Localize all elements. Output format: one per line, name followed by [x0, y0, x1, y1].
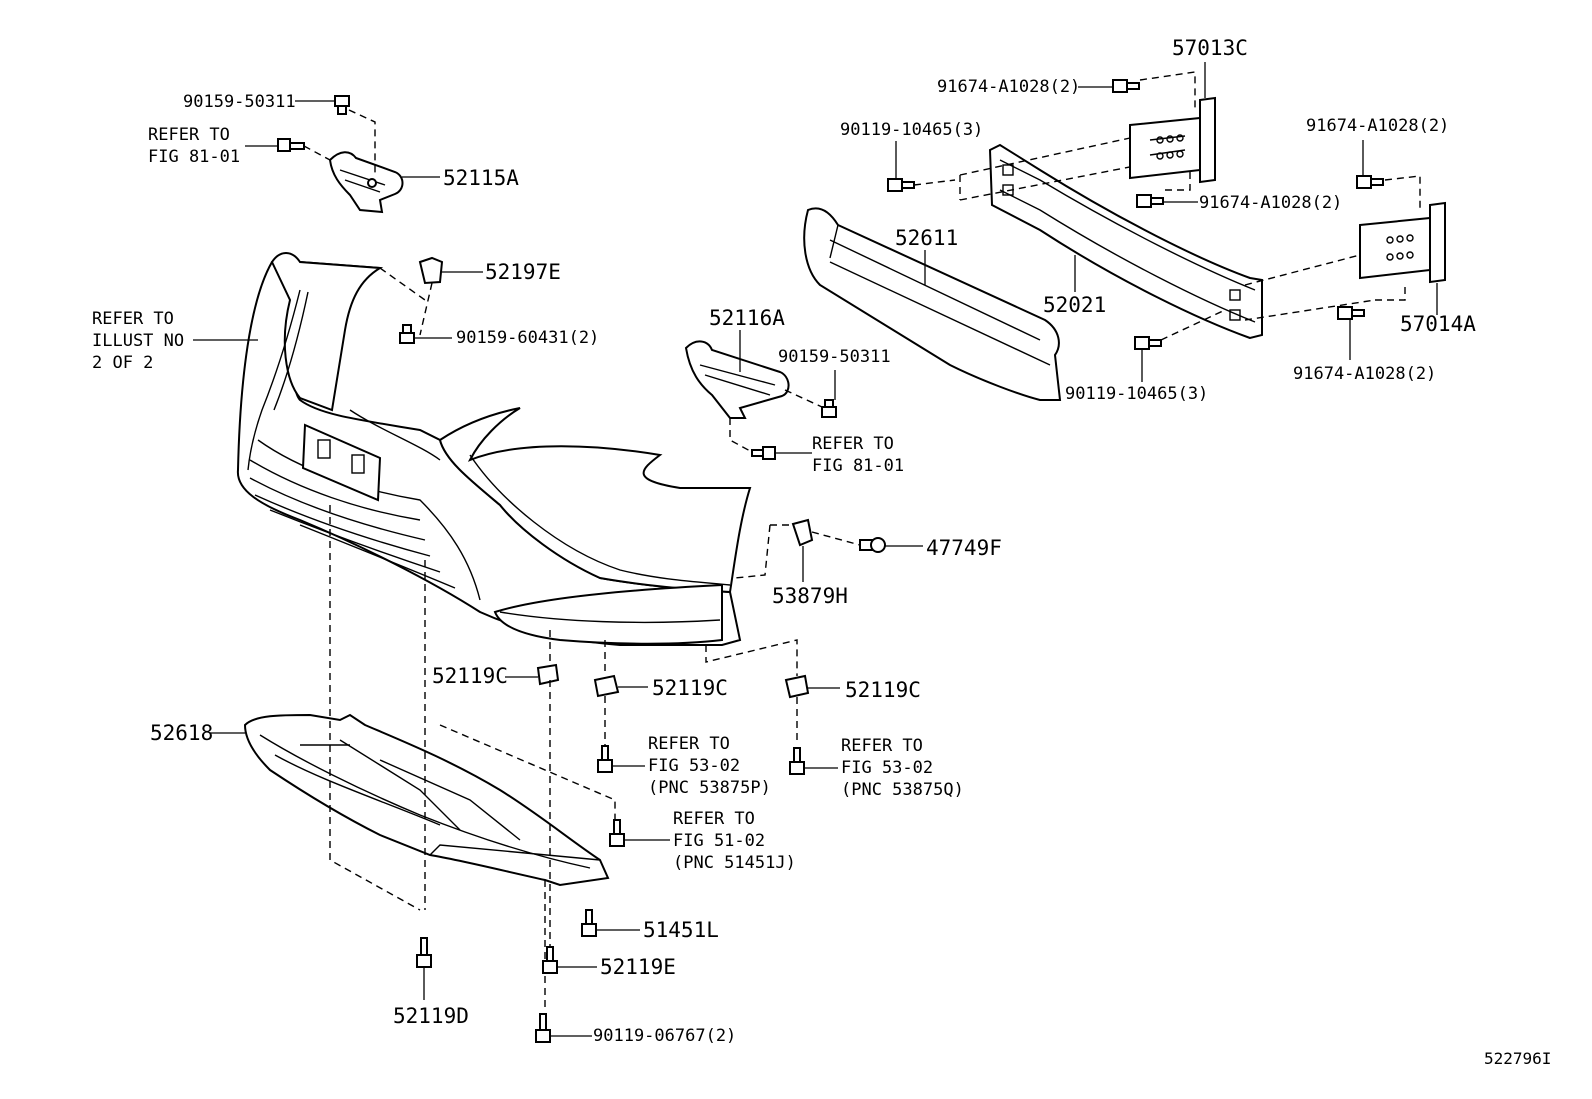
label-bolt-91674-mid-left[interactable]: 91674-A1028(2) [1199, 193, 1343, 213]
label-bracket-53879h[interactable]: 53879H [772, 584, 848, 608]
clip-52197e-shape [418, 256, 444, 285]
label-bolt-91674-top-right[interactable]: 91674-A1028(2) [1306, 116, 1450, 136]
screw-refer-53-02-q-shape [789, 747, 805, 775]
absorber-52611-shape [803, 207, 1062, 401]
label-refer-illust-2-of-2[interactable]: REFER TO ILLUST NO 2 OF 2 [92, 309, 185, 373]
label-bracket-57014a[interactable]: 57014A [1400, 312, 1476, 336]
retainer-47749f-shape [859, 537, 886, 553]
label-bolt-90159-50311-top[interactable]: 90159-50311 [183, 92, 296, 112]
label-bolt-90119-10465-bottom[interactable]: 90119-10465(3) [1065, 384, 1209, 404]
label-retainer-47749f[interactable]: 47749F [926, 536, 1002, 560]
screw-90159-60431-shape [399, 324, 415, 344]
bracket-57013c-shape [1129, 96, 1216, 184]
label-screw-90159-60431[interactable]: 90159-60431(2) [456, 328, 600, 348]
bracket-52116a-shape [684, 340, 790, 419]
label-bolt-91674-bottom-right[interactable]: 91674-A1028(2) [1293, 364, 1437, 384]
label-clip-52119c-mid[interactable]: 52119C [652, 676, 728, 700]
label-clip-52197e[interactable]: 52197E [485, 260, 561, 284]
screw-52119e-shape [542, 946, 558, 974]
diagram-id: 522796I [1484, 1049, 1552, 1068]
screw-refer-51-02-shape [609, 819, 625, 847]
bolt-90119-06767-shape [535, 1013, 551, 1043]
bracket-53879h-shape [791, 518, 814, 547]
label-clip-52119c-left[interactable]: 52119C [432, 664, 508, 688]
label-bracket-52115a[interactable]: 52115A [443, 166, 519, 190]
bolt-90159-50311-mid-shape [821, 399, 837, 418]
label-bolt-91674-top-left[interactable]: 91674-A1028(2) [937, 77, 1081, 97]
bumper-cover [236, 252, 752, 646]
bolt-90119-10465-top-shape [887, 178, 915, 192]
bolt-91674-top-right-shape [1356, 175, 1384, 189]
label-bracket-57013c[interactable]: 57013C [1172, 36, 1248, 60]
bracket-52115a-shape [328, 151, 404, 214]
label-screw-51451l[interactable]: 51451L [643, 918, 719, 942]
label-screw-52119e[interactable]: 52119E [600, 955, 676, 979]
screw-refer-53-02-p-shape [597, 745, 613, 773]
label-refer-fig-53-02-p[interactable]: REFER TO FIG 53-02 (PNC 53875P) [648, 734, 771, 798]
bracket-57014a-shape [1359, 201, 1446, 284]
reinforcement-52021-shape [988, 143, 1263, 340]
label-screw-52119d[interactable]: 52119D [393, 1004, 469, 1028]
label-reinforcement-52021[interactable]: 52021 [1043, 293, 1107, 317]
label-refer-fig-53-02-q[interactable]: REFER TO FIG 53-02 (PNC 53875Q) [841, 736, 964, 800]
label-refer-fig-51-02[interactable]: REFER TO FIG 51-02 (PNC 51451J) [673, 809, 796, 873]
under-cover-52618-shape [243, 713, 610, 887]
screw-refer-81-01-mid-shape [751, 446, 776, 460]
screw-refer-81-01-top-shape [277, 138, 305, 152]
label-refer-fig-81-01-mid[interactable]: REFER TO FIG 81-01 [812, 434, 905, 476]
label-bolt-90119-06767[interactable]: 90119-06767(2) [593, 1026, 737, 1046]
label-clip-52119c-right[interactable]: 52119C [845, 678, 921, 702]
screw-51451l-shape [581, 909, 597, 937]
bolt-90159-50311-top-shape [334, 95, 350, 115]
clip-52119c-mid-shape [593, 674, 620, 698]
label-bolt-90119-10465-top[interactable]: 90119-10465(3) [840, 120, 984, 140]
bolt-91674-bottom-right-shape [1337, 306, 1365, 320]
bolt-91674-mid-left-shape [1136, 194, 1164, 208]
label-bolt-90159-50311-mid[interactable]: 90159-50311 [778, 347, 891, 367]
label-absorber-52611[interactable]: 52611 [895, 226, 959, 250]
bolt-91674-top-left-shape [1112, 79, 1140, 93]
clip-52119c-left-shape [536, 663, 560, 686]
screw-52119d-shape [416, 937, 432, 968]
label-refer-fig-81-01-top[interactable]: REFER TO FIG 81-01 [148, 125, 241, 167]
label-under-cover-52618[interactable]: 52618 [150, 721, 214, 745]
clip-52119c-right-shape [784, 674, 810, 699]
bolt-90119-10465-bottom-shape [1134, 336, 1162, 350]
label-bracket-52116a[interactable]: 52116A [709, 306, 785, 330]
